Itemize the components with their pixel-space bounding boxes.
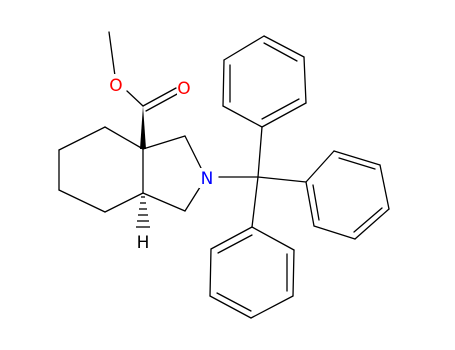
bond-ring-4	[58, 189, 106, 213]
phenyl-ring-right	[305, 150, 390, 240]
bond-methyl-o	[108, 31, 116, 77]
hydrogen-label: H	[137, 233, 150, 253]
bond-ring-5	[104, 192, 144, 213]
bond-pyr-3	[184, 183, 203, 212]
bond-ring-1	[104, 126, 144, 150]
bond-trityl-bottom	[251, 176, 259, 228]
bond-pyr-1	[142, 135, 186, 150]
pyrrolidine-ring	[142, 135, 203, 212]
phenyl-ring-top	[222, 35, 307, 128]
bond-carbonyl-double-a	[142, 87, 177, 107]
bond-trityl-right	[257, 176, 307, 183]
oxygen-ester-label: O	[109, 76, 122, 96]
bond-pyr-4	[142, 192, 186, 212]
oxygen-carbonyl-label: O	[177, 79, 190, 99]
bond-ring-2	[58, 126, 106, 151]
atom-labels: O O N H	[109, 74, 215, 253]
methyl-ester-group	[108, 31, 180, 112]
nitrogen-label: N	[201, 169, 214, 189]
hashed-bond-hydrogen	[136, 196, 150, 228]
cyclohexane-ring	[58, 126, 144, 213]
bond-carbonyl-double-b	[145, 92, 180, 112]
bond-trityl-top	[257, 126, 263, 178]
bond-o-carbonyl	[126, 90, 144, 107]
bond-pyr-2	[184, 135, 203, 171]
trityl-center-bonds	[251, 126, 307, 228]
wedge-bond-ester	[140, 106, 146, 149]
phenyl-ring-bottom	[209, 226, 295, 319]
